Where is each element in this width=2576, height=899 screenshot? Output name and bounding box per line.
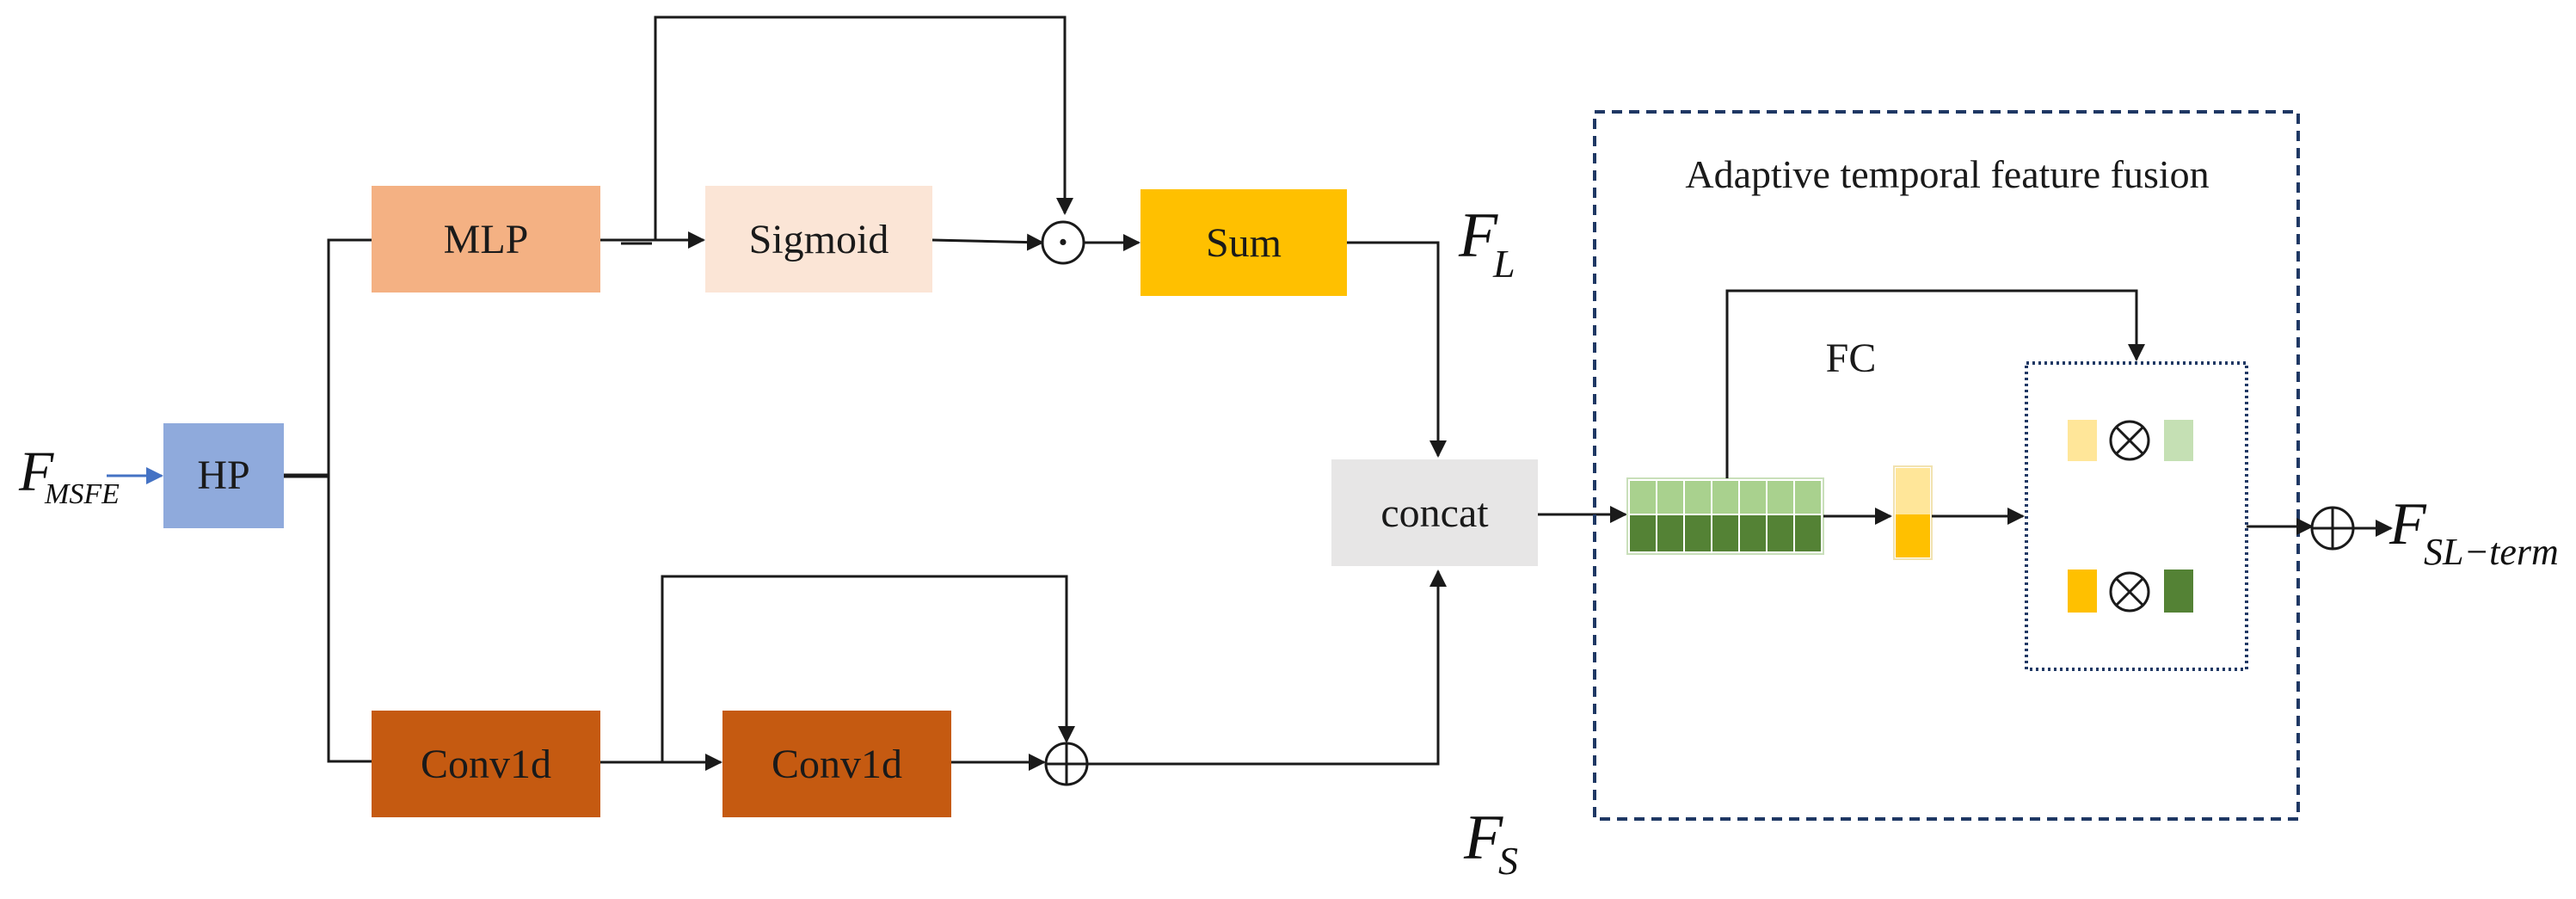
conv1d-box-2-label: Conv1d [772, 742, 902, 787]
fusion-title: Adaptive temporal feature fusion [1685, 152, 2209, 196]
hp-box-label: HP [197, 453, 249, 498]
fl-label: F L [1458, 200, 1515, 286]
conv-skip-line [661, 575, 1075, 762]
conv1d-box-1-label: Conv1d [421, 742, 551, 787]
svg-text:F: F [1463, 803, 1503, 873]
conv1d-box-1: Conv1d [372, 711, 600, 817]
hadamard-symbol: · [1057, 221, 1070, 263]
feature-vector [1626, 477, 1824, 555]
weighting-box [2025, 361, 2248, 671]
hadamard-operator: · [1041, 220, 1085, 265]
concat-box-label: concat [1380, 490, 1489, 536]
svg-text:SL−term: SL−term [2424, 531, 2559, 573]
sigmoid-to-hadamard-arrow [931, 233, 1044, 251]
feature-row-light [1628, 479, 1823, 515]
sum-box-rect [1140, 189, 1347, 296]
mlp-box: MLP [372, 186, 600, 292]
hp-box: HP [163, 423, 284, 528]
conv1d-box-2: Conv1d [722, 711, 951, 817]
weighting-row-bottom [2068, 570, 2193, 613]
fusion-region-border [1593, 110, 2300, 821]
svg-text:F: F [1458, 200, 1498, 271]
sum-box-label: Sum [1206, 220, 1282, 266]
split-down-line [327, 476, 372, 763]
sigmoid-box-label: Sigmoid [749, 217, 889, 262]
sigmoid-box-rect [705, 186, 932, 292]
svg-text:MSFE: MSFE [44, 478, 120, 510]
svg-text:F: F [2388, 491, 2427, 557]
weight-vector [1893, 465, 1933, 560]
fc-label: FC [1826, 336, 1877, 381]
feature-row-dark [1628, 514, 1823, 553]
sigmoid-box: Sigmoid [705, 186, 932, 292]
concat-box-rect [1331, 459, 1538, 566]
svg-text:F: F [18, 440, 54, 503]
mlp-skip-line [654, 15, 1073, 240]
feature-skip-line [1725, 289, 2145, 478]
weighting-row-top [2068, 420, 2193, 461]
output-label: F SL−term [2388, 491, 2559, 573]
hp-box-rect [163, 423, 284, 528]
mlp-box-rect [372, 186, 600, 292]
oplus-operator-output [2310, 506, 2355, 551]
sum-box: Sum [1140, 189, 1347, 296]
concat-box: concat [1331, 459, 1538, 566]
conv1d-box-2-rect [722, 711, 951, 817]
split-up-line [327, 238, 372, 476]
mlp-box-label: MLP [444, 217, 529, 262]
sum-to-concat-arrow [1347, 241, 1447, 458]
conv1d-box-1-rect [372, 711, 600, 817]
input-label: F MSFE [18, 440, 120, 510]
svg-text:S: S [1498, 839, 1518, 883]
oplus-to-concat-arrow [1087, 570, 1447, 766]
oplus-operator-lower [1044, 742, 1089, 786]
fs-label: F S [1463, 803, 1518, 883]
svg-text:L: L [1492, 242, 1515, 286]
